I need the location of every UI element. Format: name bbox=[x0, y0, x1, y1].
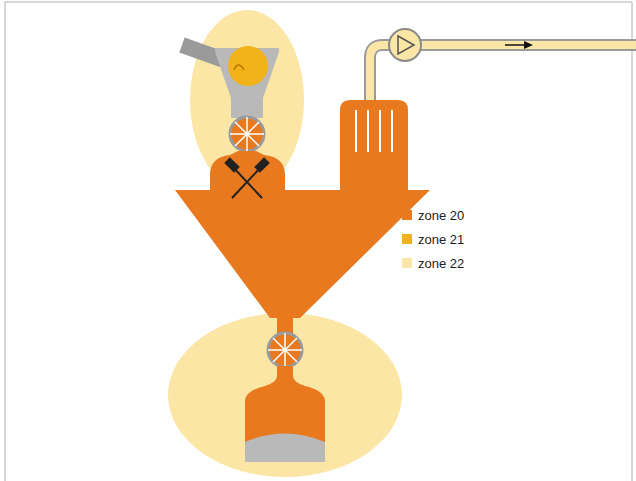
legend-swatch bbox=[402, 258, 412, 268]
rotary-valve bbox=[268, 333, 302, 367]
zone22-region bbox=[168, 313, 402, 477]
separator-body bbox=[175, 100, 430, 318]
fan-symbol bbox=[389, 29, 421, 61]
legend-label: zone 22 bbox=[418, 256, 464, 271]
legend-swatch bbox=[402, 234, 412, 244]
filter-elements bbox=[356, 110, 392, 152]
collected-dust bbox=[245, 434, 325, 463]
frame bbox=[5, 2, 632, 481]
rotary-valve bbox=[268, 333, 302, 367]
fan-symbol bbox=[398, 36, 414, 54]
legend-row: zone 22 bbox=[402, 251, 464, 275]
legend-label: zone 20 bbox=[418, 208, 464, 223]
flow-arrow bbox=[505, 44, 527, 46]
legend-swatch bbox=[402, 210, 412, 220]
knocker-symbol bbox=[226, 159, 269, 198]
outlet-neck bbox=[277, 316, 293, 334]
legend: zone 20 zone 21 zone 22 bbox=[402, 203, 464, 275]
collection-bin bbox=[245, 366, 325, 462]
flow-arrow bbox=[524, 41, 533, 49]
legend-row: zone 20 bbox=[402, 203, 464, 227]
zone21-region bbox=[228, 46, 268, 86]
rotary-valve bbox=[230, 117, 264, 151]
falling-material bbox=[234, 65, 244, 70]
rotary-valve bbox=[230, 117, 264, 151]
legend-label: zone 21 bbox=[418, 232, 464, 247]
legend-row: zone 21 bbox=[402, 227, 464, 251]
